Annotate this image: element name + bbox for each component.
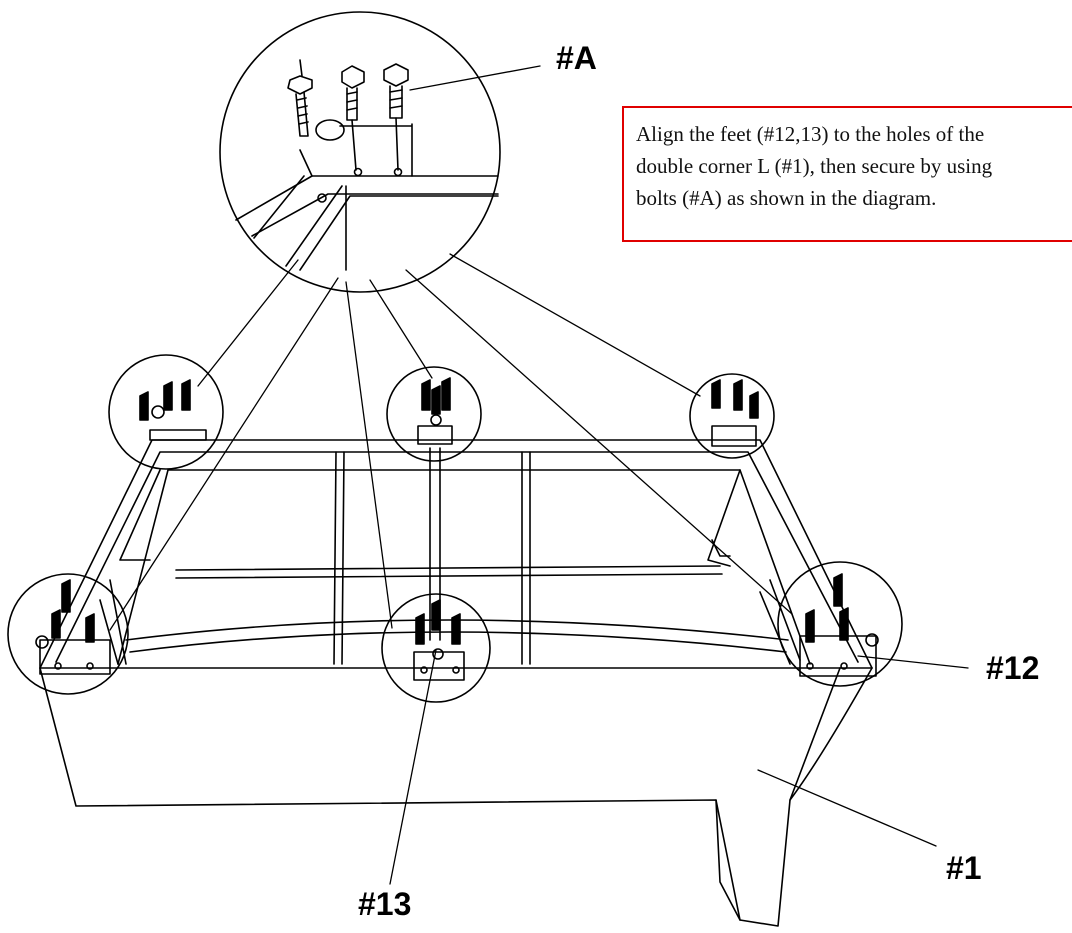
frame-outer-rim xyxy=(39,439,873,669)
detail-bottom-center xyxy=(381,593,491,703)
detail-bottom-right xyxy=(777,561,903,687)
frame-leg-bevel xyxy=(715,799,741,921)
detail-magnifier xyxy=(219,11,501,293)
bolt-icon xyxy=(341,65,365,171)
frame-slat-right xyxy=(521,451,531,665)
frame-leg-left-inner xyxy=(99,579,127,665)
frame-brace-left xyxy=(119,469,161,561)
leader-lines xyxy=(109,65,969,885)
frame-inner-rim xyxy=(55,451,859,663)
frame-mid-rail-lower xyxy=(175,573,723,579)
detail-top-center xyxy=(386,366,482,462)
frame-inner-ledge xyxy=(117,469,811,665)
frame-curved-side xyxy=(789,667,873,801)
callout-label-bolt: #A xyxy=(556,40,597,76)
frame-base-panel xyxy=(39,667,841,927)
callout-label-frame: #1 xyxy=(946,850,982,886)
bolt-icon xyxy=(287,59,313,137)
frame-mid-rail xyxy=(175,565,721,571)
foot-cap-icon xyxy=(315,119,345,141)
small-detail-circles xyxy=(7,354,903,703)
bolt-icon xyxy=(383,63,409,171)
instruction-note: Align the feet (#12,13) to the holes of … xyxy=(622,106,1072,242)
detail-bottom-left xyxy=(7,573,129,695)
frame-front-rail-lower xyxy=(129,631,787,653)
detail-top-left xyxy=(108,354,224,470)
frame-brace-right xyxy=(707,469,741,567)
detail-top-right xyxy=(689,373,775,459)
frame-front-rail xyxy=(125,619,789,641)
frame-slat-left xyxy=(333,451,345,665)
callout-label-corner-foot: #12 xyxy=(986,650,1040,686)
callout-label-center-foot: #13 xyxy=(358,886,412,922)
frame-assembly xyxy=(39,439,873,927)
